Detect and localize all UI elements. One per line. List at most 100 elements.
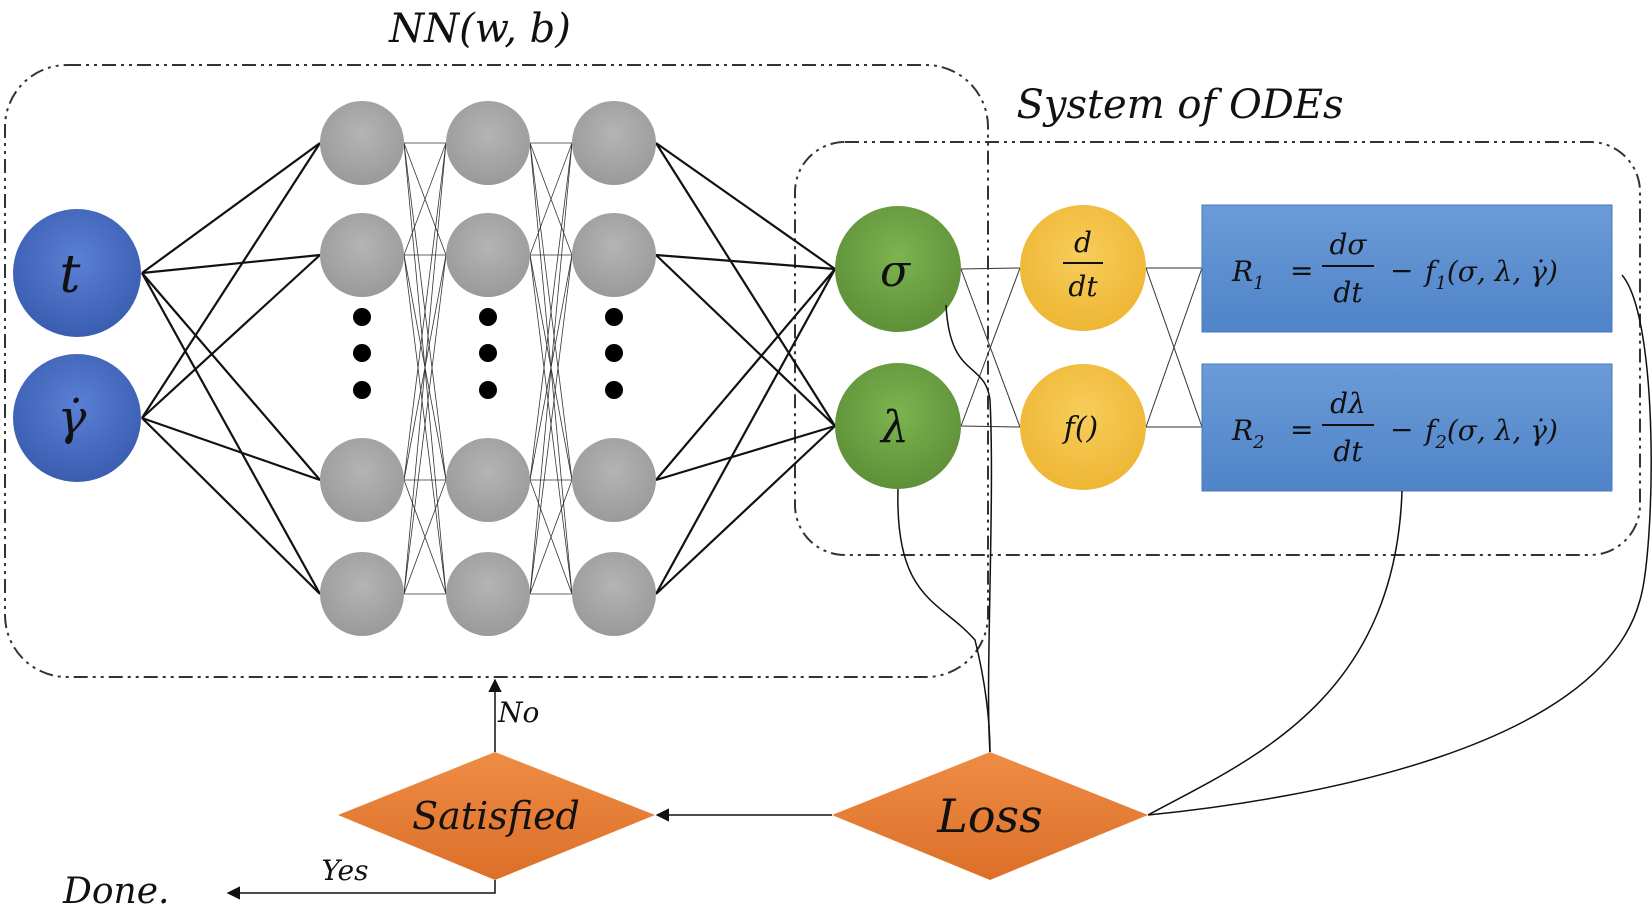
hidden-node-2-0 <box>572 101 656 185</box>
input-edge-0-0 <box>141 142 321 274</box>
hidden-edge-1-3-2 <box>529 479 573 595</box>
output-label-sigma: σ <box>880 246 912 297</box>
r1-rhs-sub: 1 <box>1435 273 1446 294</box>
loss-feed-curves <box>897 274 1652 816</box>
hidden-edge-0-3-1 <box>403 254 447 595</box>
hidden-edge-1-2-0 <box>529 142 573 481</box>
hidden-node-0-0 <box>320 101 404 185</box>
input-edge-1-3 <box>141 417 321 595</box>
output-edge-2-1 <box>655 424 836 482</box>
hidden-layer-connections <box>403 142 573 595</box>
residual-box-r1: R1 = dσ dt − f1(σ, λ, γ̇) <box>1201 204 1613 333</box>
satisfied-diamond: Satisfied <box>338 752 655 880</box>
op-edge-1-0 <box>960 267 1021 427</box>
input-label-t: t <box>60 245 81 305</box>
input-output-connections <box>141 142 836 595</box>
input-node-t: t <box>13 209 141 337</box>
no-label: No <box>497 696 539 729</box>
nn-title: NN(w, b) <box>388 6 571 52</box>
input-edge-1-2 <box>141 416 321 482</box>
svg-text:=: = <box>1290 254 1313 287</box>
output-edge-2-0 <box>655 268 836 481</box>
op-edge-0-0 <box>960 267 1021 270</box>
hidden-edge-0-2-0 <box>403 142 447 481</box>
svg-text:−: − <box>1390 413 1413 446</box>
svg-text:−: − <box>1390 254 1413 287</box>
r2-lhs-sub: 2 <box>1252 432 1264 453</box>
hidden-node-1-0 <box>446 101 530 185</box>
ellipsis-dot-1-2 <box>479 381 497 399</box>
r1-lhs-sub: 1 <box>1253 273 1264 294</box>
residual-box-r2: R2 = dλ dt − f2(σ, λ, γ̇) <box>1201 363 1613 492</box>
output-edge-3-0 <box>655 268 836 595</box>
input-label-gamma-dot: γ̇ <box>58 390 87 446</box>
r2-rhs-args: (σ, λ, γ̇) <box>1447 414 1558 447</box>
r2-lhs: R <box>1231 414 1253 447</box>
output-edge-1-1 <box>655 254 836 427</box>
hidden-layers <box>320 101 656 636</box>
input-edge-0-2 <box>141 272 321 481</box>
output-node-sigma: σ <box>835 206 961 332</box>
ellipsis-dot-1-1 <box>479 344 497 362</box>
input-edge-0-3 <box>141 272 321 595</box>
ellipsis-dot-2-2 <box>605 381 623 399</box>
svg-text:f1(σ, λ, γ̇): f1(σ, λ, γ̇) <box>1423 255 1558 294</box>
ellipsis-dot-0-0 <box>353 308 371 326</box>
hidden-node-0-1 <box>320 213 404 297</box>
r2-denominator: dt <box>1333 435 1363 468</box>
function-operator-label: f() <box>1062 411 1099 446</box>
input-edge-1-1 <box>141 254 321 419</box>
ellipsis-dot-1-0 <box>479 308 497 326</box>
yes-label: Yes <box>322 854 369 887</box>
hidden-edge-0-3-0 <box>403 142 447 595</box>
satisfied-label: Satisfied <box>412 794 580 838</box>
hidden-node-1-2 <box>446 438 530 522</box>
svg-text:R1: R1 <box>1231 255 1265 294</box>
output-node-lambda: λ <box>835 363 961 489</box>
hidden-edge-1-1-0 <box>529 142 573 256</box>
hidden-node-2-3 <box>572 552 656 636</box>
done-label: Done. <box>62 871 169 912</box>
svg-text:f2(σ, λ, γ̇): f2(σ, λ, γ̇) <box>1423 414 1558 453</box>
loss-label: Loss <box>936 789 1042 843</box>
hidden-edge-1-3-0 <box>529 142 573 595</box>
r1-denominator: dt <box>1333 276 1363 309</box>
function-operator-node: f() <box>1020 364 1146 490</box>
input-node-gamma-dot: γ̇ <box>13 354 141 482</box>
output-edge-1-0 <box>655 253 836 271</box>
loss-diamond: Loss <box>832 752 1148 880</box>
hidden-node-0-2 <box>320 438 404 522</box>
r1-numerator: dσ <box>1329 228 1367 261</box>
hidden-node-2-1 <box>572 213 656 297</box>
hidden-node-0-3 <box>320 552 404 636</box>
ellipsis-dot-0-2 <box>353 381 371 399</box>
output-label-lambda: λ <box>879 402 909 453</box>
res-edge-1-0 <box>1145 267 1203 428</box>
ellipsis-dot-0-1 <box>353 344 371 362</box>
hidden-edge-0-3-2 <box>403 479 447 595</box>
r2-rhs-sub: 2 <box>1434 432 1446 453</box>
hidden-edge-0-1-0 <box>403 142 447 256</box>
input-edge-0-1 <box>141 253 321 275</box>
hidden-node-2-2 <box>572 438 656 522</box>
yes-arrow <box>226 880 496 900</box>
ode-title: System of ODEs <box>1016 82 1343 128</box>
ellipsis-dot-2-1 <box>605 344 623 362</box>
output-edge-0-0 <box>655 142 836 270</box>
r1-lhs: R <box>1231 255 1253 288</box>
output-edge-0-1 <box>655 142 836 427</box>
svg-text:=: = <box>1290 413 1313 446</box>
derivative-numerator: d <box>1074 226 1092 259</box>
ode-boundary <box>794 141 1641 556</box>
r1-rhs-args: (σ, λ, γ̇) <box>1447 255 1558 288</box>
input-edge-1-0 <box>141 142 321 419</box>
hidden-node-1-3 <box>446 552 530 636</box>
ellipsis-dot-2-0 <box>605 308 623 326</box>
hidden-node-1-1 <box>446 213 530 297</box>
r2-numerator: dλ <box>1330 387 1366 420</box>
output-edge-3-1 <box>655 425 836 595</box>
svg-text:R2: R2 <box>1231 414 1265 453</box>
hidden-edge-1-3-1 <box>529 254 573 595</box>
nn-boundary <box>4 64 989 678</box>
